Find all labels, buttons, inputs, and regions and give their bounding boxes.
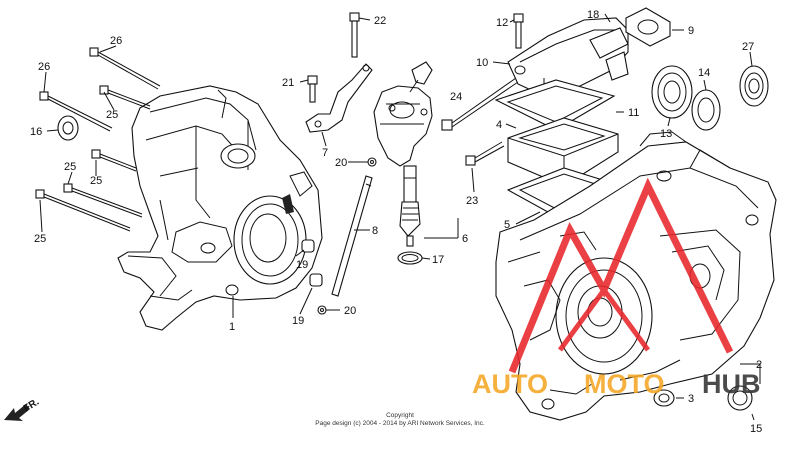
watermark-logo: AUTO MOTO HUB — [472, 177, 761, 399]
bolt-26-lower — [39, 91, 113, 132]
bolt-23 — [465, 141, 505, 166]
leader-lines — [39, 13, 761, 421]
copyright-line2: Page design (c) 2004 - 2014 by ARI Netwo… — [315, 420, 485, 427]
callout: 26 — [110, 35, 122, 47]
callout: 25 — [90, 175, 102, 187]
governor-assembly-6 — [373, 61, 433, 247]
callout: 26 — [38, 61, 50, 73]
watermark-text-3: HUB — [702, 369, 761, 399]
clip-20-upper — [367, 157, 377, 167]
bearing-13 — [651, 65, 693, 119]
bolt-12 — [513, 13, 524, 49]
bolt-22 — [349, 12, 360, 58]
gasket-9 — [625, 7, 671, 47]
callout: 21 — [282, 77, 294, 89]
gasket-11 — [494, 79, 616, 131]
bracket-7 — [305, 63, 373, 133]
clip-20-lower — [317, 305, 327, 315]
watermark-text-2: MOTO — [584, 369, 665, 399]
oil-seal-16 — [57, 115, 79, 141]
watermark-text-1: AUTO — [472, 369, 548, 399]
bolt-25-d — [35, 189, 131, 232]
copyright-block: Copyright Page design (c) 2004 - 2014 by… — [315, 412, 485, 427]
callout: 9 — [688, 25, 694, 37]
callout: 13 — [660, 128, 672, 140]
callout: 23 — [466, 195, 478, 207]
callout: 20 — [344, 305, 356, 317]
bolt-25-a — [99, 85, 151, 110]
bolt-25-c — [63, 183, 143, 218]
breather-cover-10 — [507, 17, 629, 97]
front-direction-marker: FR. — [4, 397, 41, 421]
callout: 19 — [296, 259, 308, 271]
callout: 19 — [292, 315, 304, 327]
bolt-24 — [441, 77, 519, 131]
arrow-icon — [4, 404, 30, 421]
bolt-26-upper — [89, 47, 161, 90]
oring-17 — [397, 251, 423, 265]
callout: 17 — [432, 254, 444, 266]
callout: 15 — [750, 423, 762, 435]
bolt-21 — [307, 75, 318, 103]
callout: 27 — [742, 41, 754, 53]
callout: 5 — [504, 219, 510, 231]
pushrod-8 — [331, 175, 373, 297]
callout: 24 — [450, 91, 462, 103]
dowel-19-upper — [301, 239, 315, 253]
crankcase-left — [117, 85, 323, 331]
oil-seal-15 — [727, 385, 753, 411]
watermark-inner-icon — [557, 285, 651, 352]
callout: 1 — [229, 321, 235, 333]
callout: 3 — [688, 393, 694, 405]
callout: 11 — [628, 107, 639, 119]
callout: 25 — [64, 161, 76, 173]
callout: 25 — [106, 109, 118, 121]
callout: 2 — [756, 359, 762, 371]
bearing-27 — [739, 65, 769, 107]
callout: 20 — [335, 157, 347, 169]
callout: 18 — [587, 9, 599, 21]
callout: 8 — [372, 225, 378, 237]
dowel-19-lower — [309, 273, 323, 287]
oil-seal-3 — [653, 389, 675, 407]
callout: 25 — [34, 233, 46, 245]
copyright-line1: Copyright — [386, 412, 414, 419]
callout: 16 — [30, 126, 42, 138]
callout-labels: 26 26 25 16 25 25 25 22 21 7 24 20 8 6 1… — [30, 9, 762, 435]
callout: 22 — [374, 15, 386, 27]
callout: 10 — [476, 57, 488, 69]
crankcase-right — [495, 131, 777, 421]
callout: 6 — [462, 233, 468, 245]
bolt-25-b — [91, 149, 137, 172]
callout: 12 — [496, 17, 508, 29]
plate-4 — [507, 117, 619, 187]
callout: 14 — [698, 67, 710, 79]
seal-14 — [691, 89, 721, 131]
callout: 7 — [322, 147, 328, 159]
callout: 4 — [496, 119, 502, 131]
